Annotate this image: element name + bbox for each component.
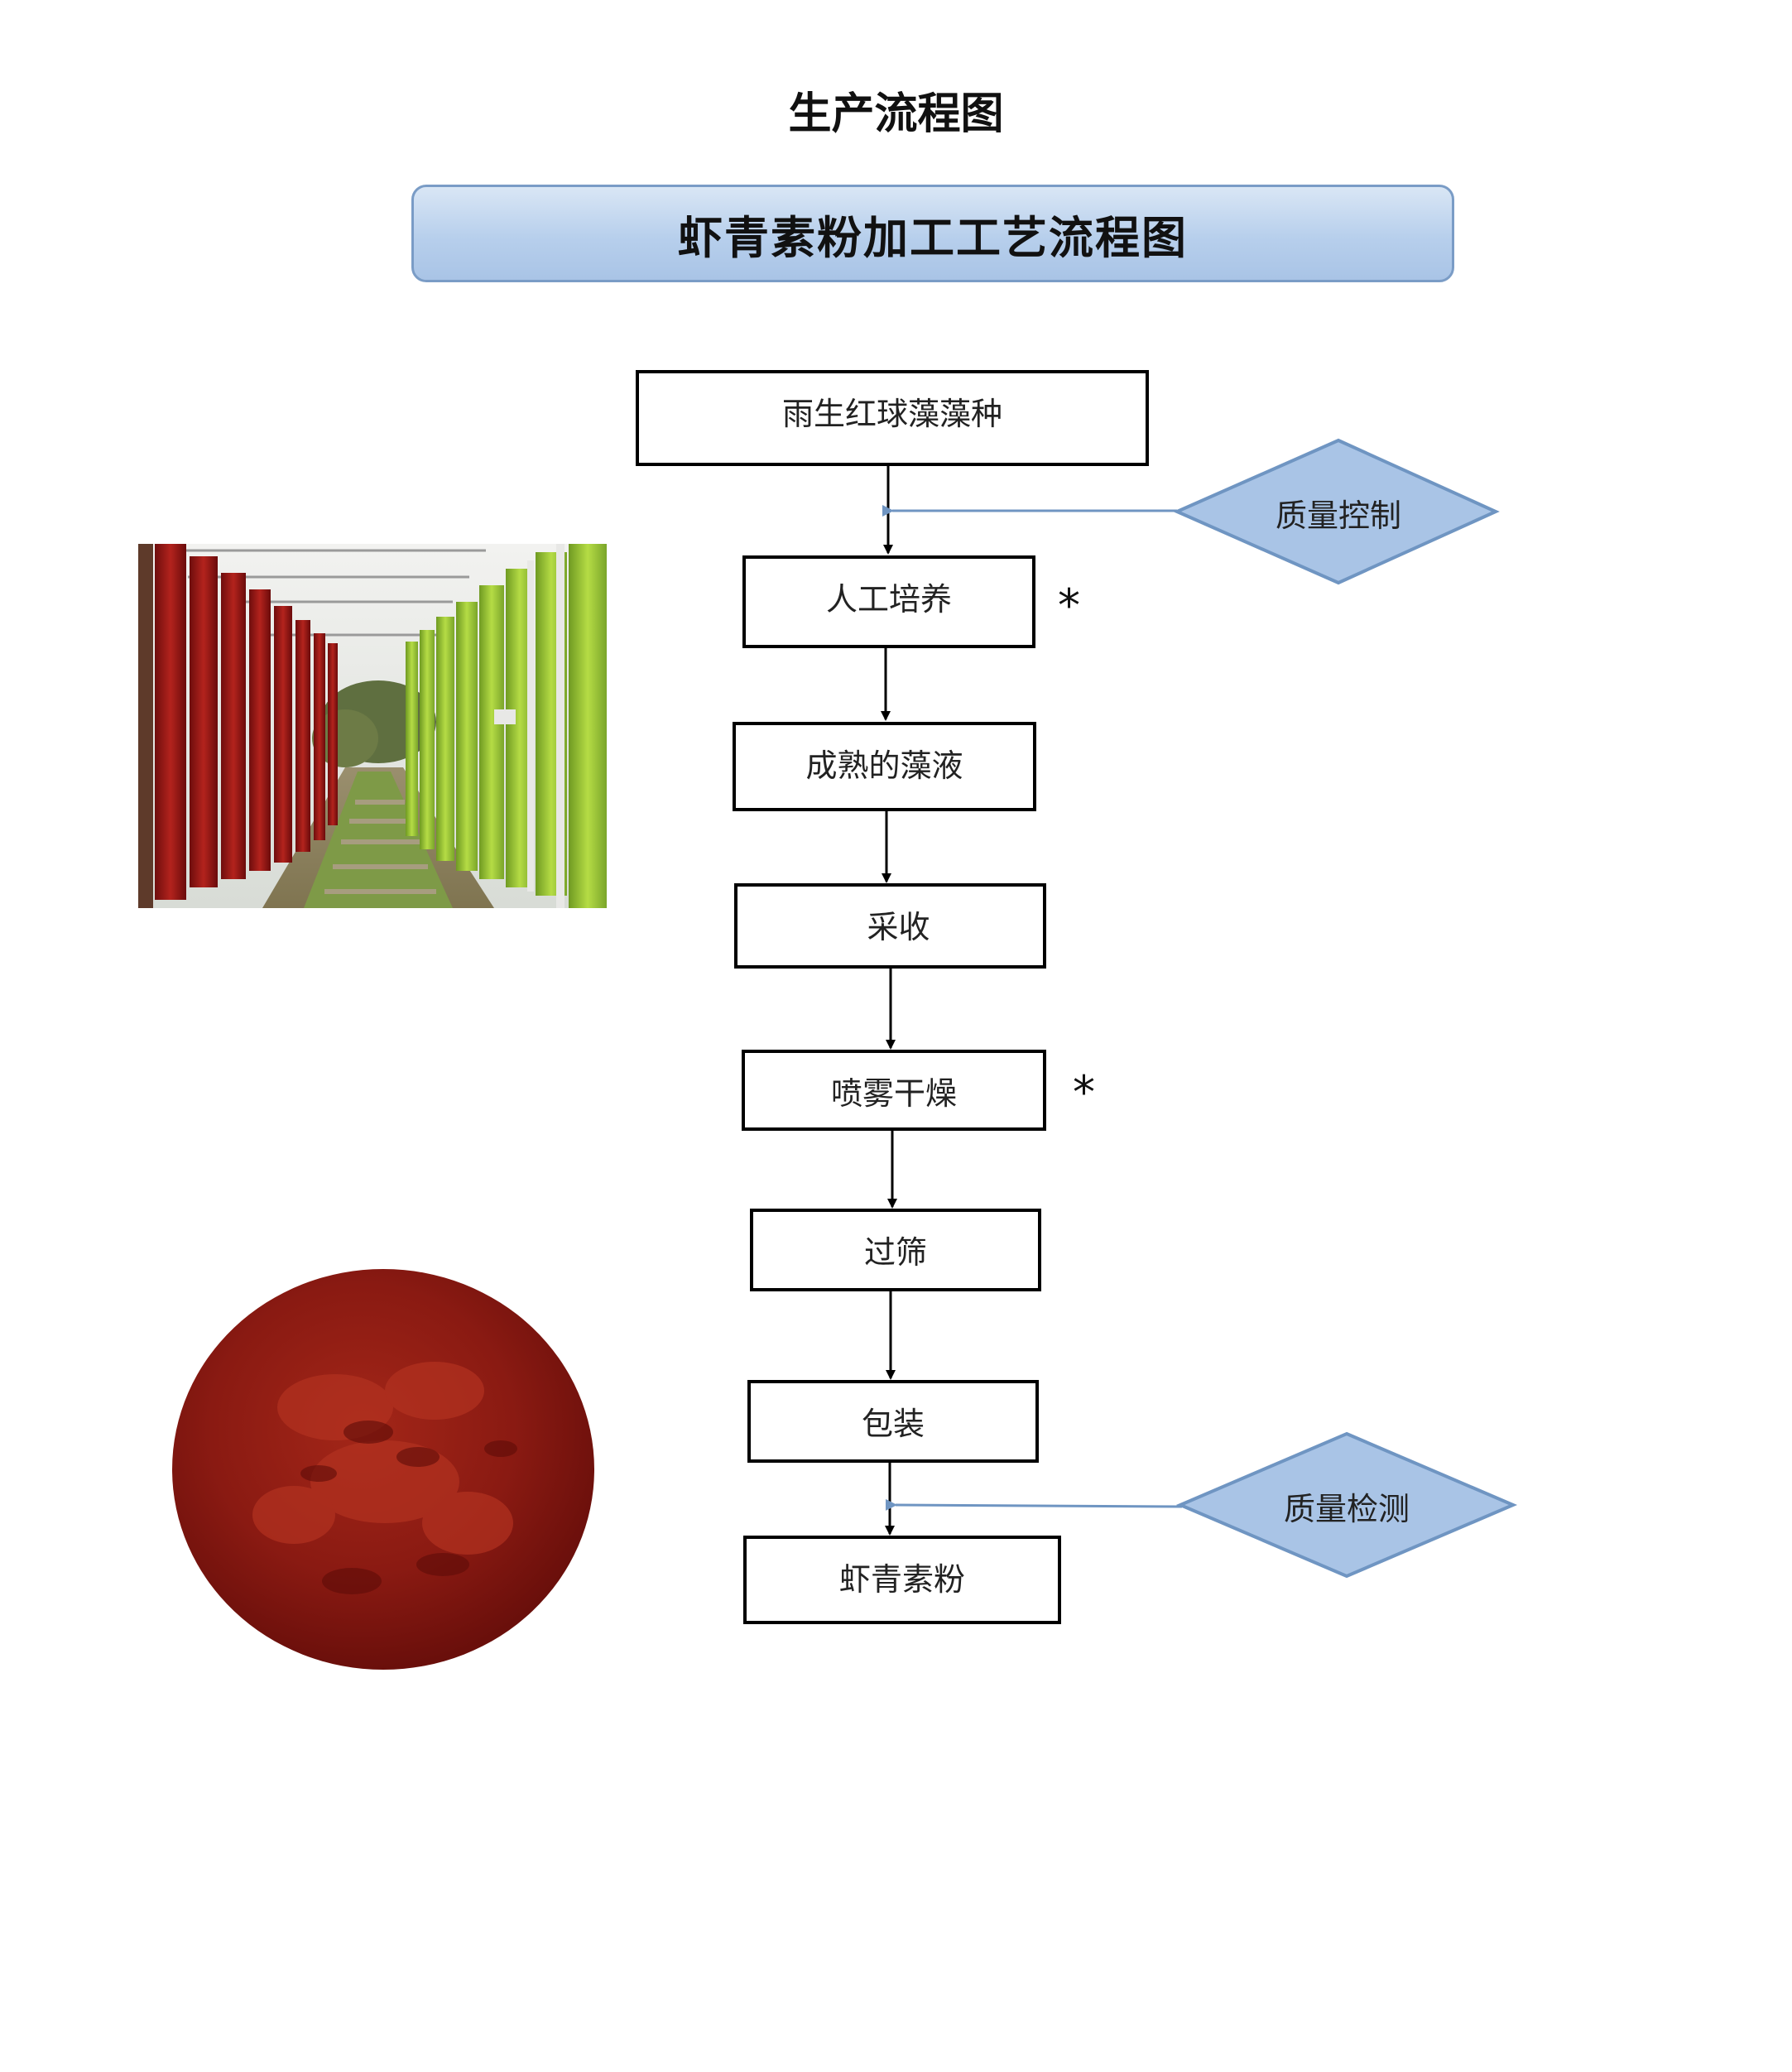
astaxanthin-powder-photo: [172, 1269, 594, 1670]
step-package: 包装: [747, 1380, 1039, 1463]
step-culture: 人工培养: [742, 555, 1035, 648]
key-step-marker-culture: *: [1058, 579, 1080, 632]
step-sieve: 过筛: [750, 1209, 1041, 1291]
flowchart-banner: 虾青素粉加工工艺流程图: [411, 185, 1454, 282]
step-label: 虾青素粉: [838, 1561, 965, 1598]
page-title: 生产流程图: [788, 89, 1004, 139]
quality-control-label: 质量控制: [1275, 498, 1401, 534]
step-label: 包装: [861, 1406, 925, 1442]
step-label: 雨生红球藻藻种: [781, 396, 1002, 432]
quality-testing-label: 质量检测: [1283, 1491, 1410, 1527]
step-spray-dry: 喷雾干燥: [742, 1050, 1046, 1131]
diamond-quality-control: [1173, 438, 1500, 585]
step-harvest: 采收: [734, 883, 1046, 969]
key-step-marker-spray-dry: *: [1073, 1066, 1095, 1118]
step-label: 采收: [867, 909, 930, 945]
step-label: 过筛: [863, 1234, 927, 1271]
algae-cultivation-photo: [138, 544, 607, 908]
banner-title: 虾青素粉加工工艺流程图: [678, 210, 1188, 264]
step-seed: 雨生红球藻藻种: [636, 370, 1149, 466]
step-label: 喷雾干燥: [830, 1075, 957, 1112]
arrow-quality-testing: [885, 1498, 1183, 1511]
step-label: 人工培养: [825, 581, 952, 618]
step-product: 虾青素粉: [743, 1536, 1061, 1624]
step-mature-liquid: 成熟的藻液: [733, 722, 1036, 811]
step-label: 成熟的藻液: [805, 748, 963, 784]
diamond-quality-testing: [1175, 1431, 1518, 1579]
